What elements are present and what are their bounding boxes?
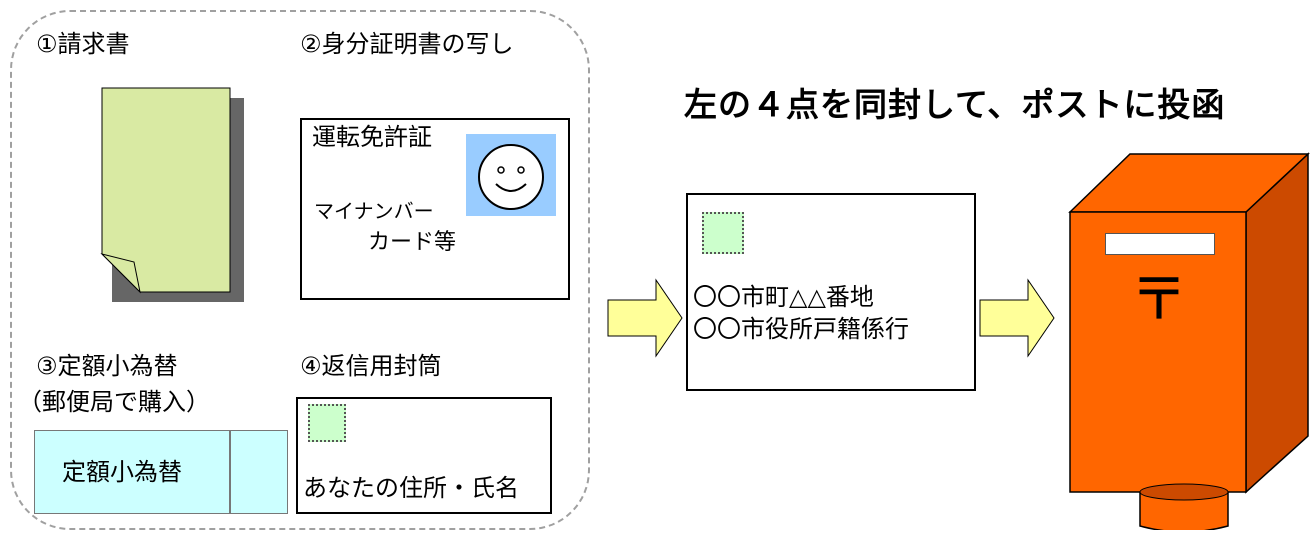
items-group-border [10, 10, 590, 530]
envelope-address-line1: 〇〇市町△△番地 [693, 283, 874, 311]
smiley-face-icon [478, 144, 544, 210]
return-envelope-label: あなたの住所・氏名 [303, 474, 519, 502]
postbox-icon [1068, 152, 1310, 530]
item-label-return-envelope: ④返信用封筒 [300, 352, 442, 380]
return-envelope-stamp [308, 404, 346, 442]
id-card-line2: マイナンバー [314, 199, 434, 223]
id-card-line1: 運転免許証 [312, 123, 432, 151]
item-label-id-copy: ②身分証明書の写し [300, 30, 514, 58]
arrow-right-icon [979, 278, 1055, 358]
item-label-request-form: ①請求書 [36, 30, 130, 58]
money-order-main [34, 430, 230, 514]
item-label-money-order: ③定額小為替 [36, 352, 178, 380]
envelope-stamp [702, 212, 744, 254]
money-order-note: （郵便局で購入） [18, 388, 210, 416]
id-photo [466, 134, 556, 216]
postbox-slot [1105, 233, 1215, 255]
money-order-stub [230, 430, 288, 514]
arrow-right-icon [607, 278, 683, 358]
postbox-symbol: 〒 [1130, 265, 1189, 333]
money-order-label: 定額小為替 [62, 458, 182, 486]
instruction-title: 左の４点を同封して、ポストに投函 [684, 85, 1226, 124]
envelope-address-line2: 〇〇市役所戸籍係行 [693, 315, 909, 343]
id-card-line3: カード等 [368, 230, 457, 255]
request-form-icon [100, 87, 244, 302]
